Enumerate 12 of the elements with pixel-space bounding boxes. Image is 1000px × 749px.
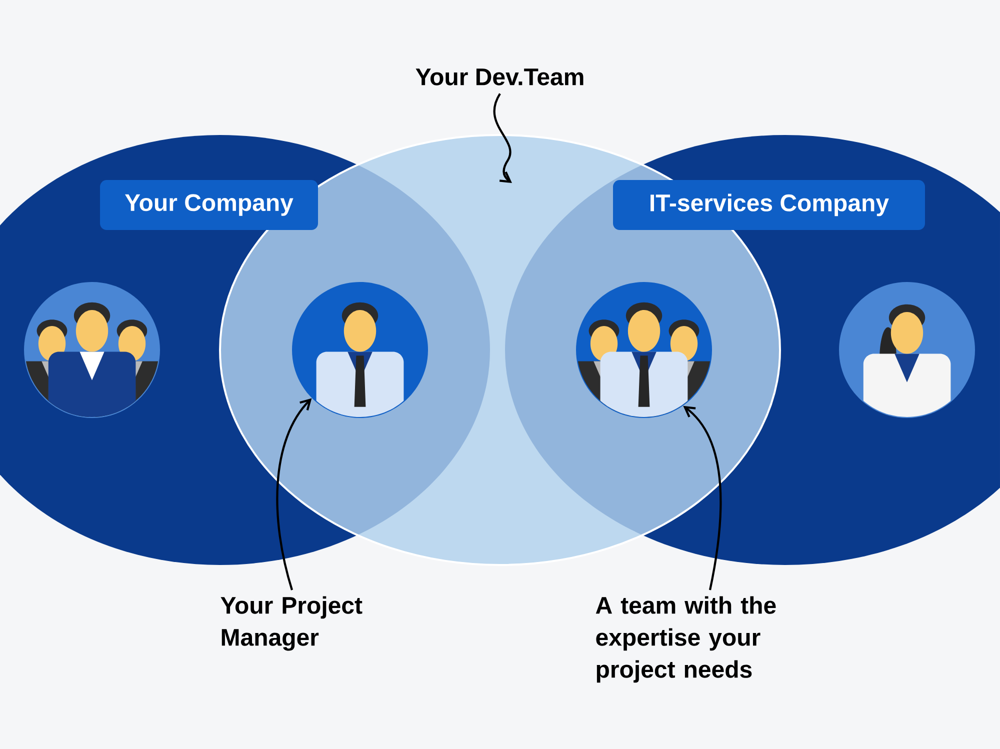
arrow: [276, 398, 312, 590]
callout-text: Your Dev.Team: [416, 68, 584, 86]
arrow: [683, 406, 722, 590]
callout-text: Your Project Manager: [220, 596, 362, 651]
picture: [292, 282, 428, 418]
picture: [24, 282, 160, 418]
callout-text: A team with the expertise your project needs: [596, 596, 776, 683]
picture: [576, 282, 712, 418]
label-badge: Your Company: [100, 180, 318, 230]
arrow: [493, 93, 512, 183]
label-badge: IT-services Company: [613, 180, 925, 230]
picture: [839, 282, 975, 418]
